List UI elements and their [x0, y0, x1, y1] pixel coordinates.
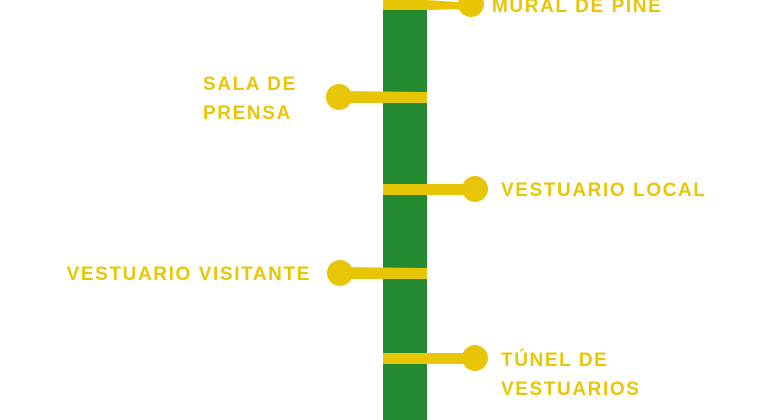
stop-label: PRENSA [203, 103, 292, 124]
stop-mural-de-pine: MURAL DE PINE [383, 0, 662, 17]
svg-text:VESTUARIO VISITANTE: VESTUARIO VISITANTE [67, 264, 311, 285]
stop-label: MURAL DE PINE [492, 0, 662, 17]
stop-label: SALA DE [203, 74, 297, 95]
svg-text:VESTUARIO LOCAL: VESTUARIO LOCAL [501, 180, 707, 201]
stop-vestuario-visitante: VESTUARIO VISITANTE [67, 260, 427, 286]
stop-sala-de-prensa: SALA DE PRENSA [203, 74, 427, 124]
stop-tunel-de-vestuarios: TÚNEL DE VESTUARIOS [383, 345, 641, 400]
stop-label: VESTUARIO LOCAL [501, 180, 707, 201]
stop-vestuario-local: VESTUARIO LOCAL [383, 176, 707, 202]
svg-text:MURAL DE PINE: MURAL DE PINE [492, 0, 662, 17]
stop-label: VESTUARIOS [501, 379, 641, 400]
stop-label: TÚNEL DE [501, 349, 608, 371]
stop-label: VESTUARIO VISITANTE [67, 264, 311, 285]
main-line [383, 0, 427, 420]
